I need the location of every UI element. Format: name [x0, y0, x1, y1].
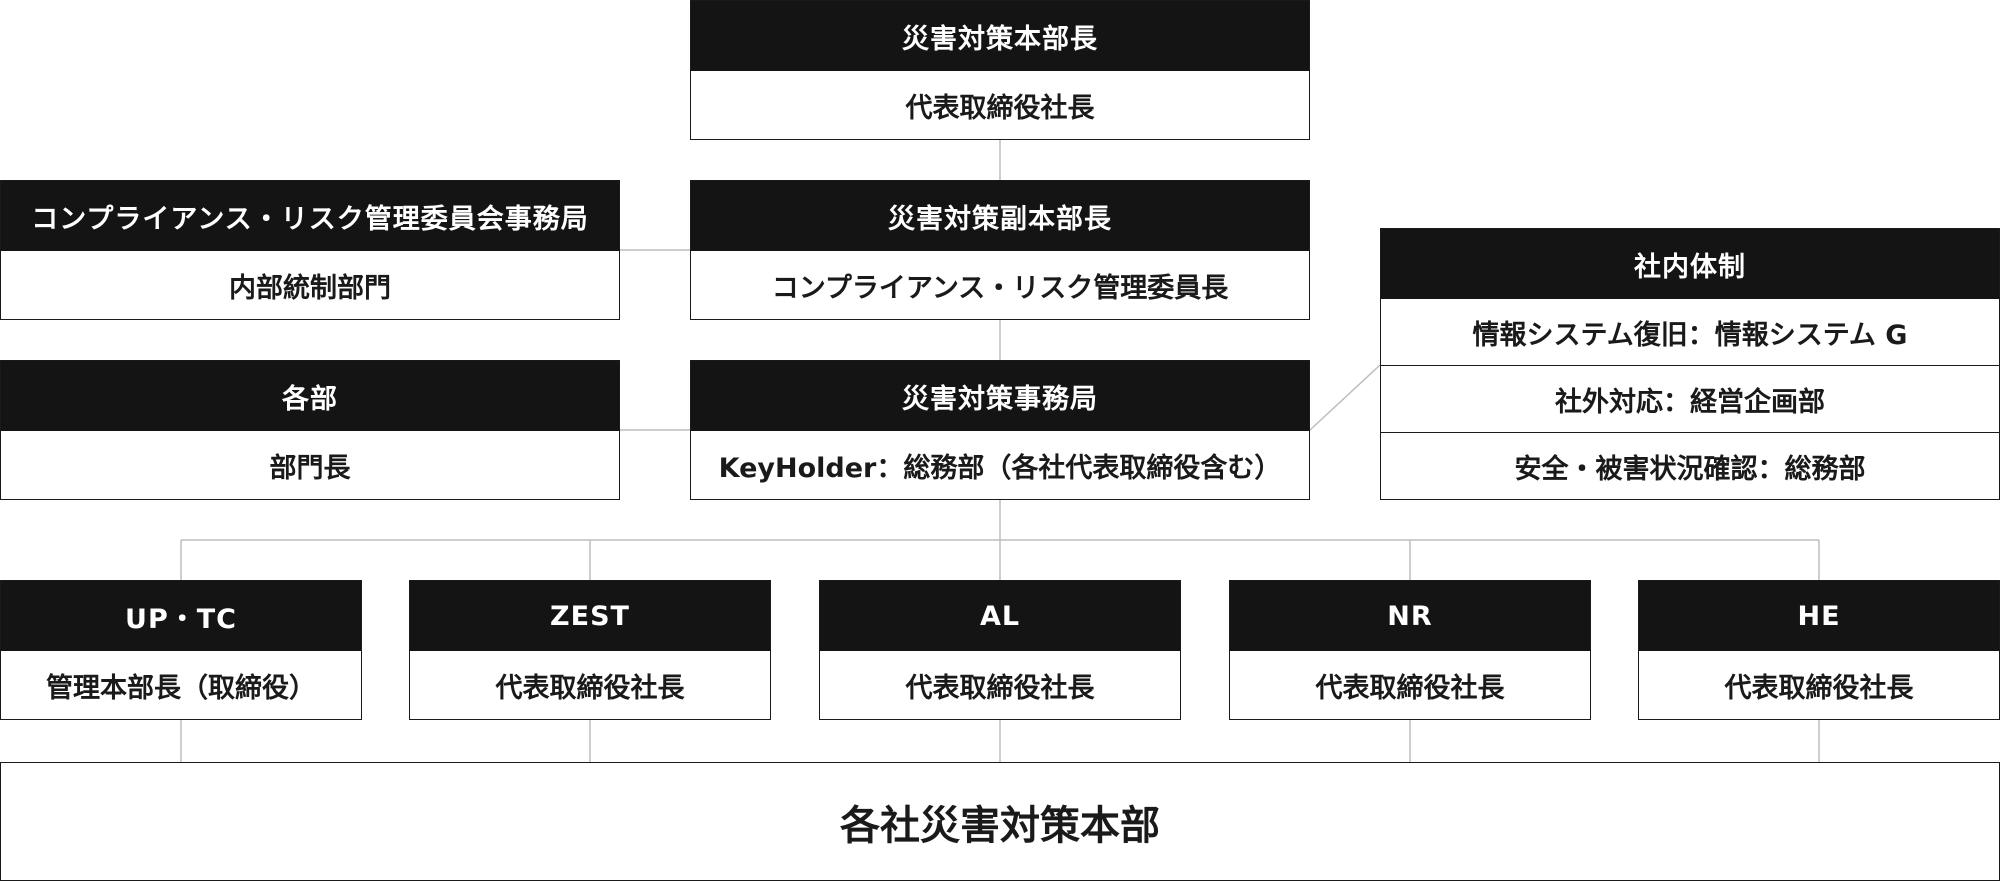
company-title: NR	[1230, 581, 1590, 651]
internal-structure-box: 社内体制 情報システム復旧：情報システム G 社外対応：経営企画部 安全・被害状…	[1380, 228, 2000, 500]
secretariat-title: 災害対策事務局	[691, 361, 1309, 431]
company-box-up-tc: UP・TC 管理本部長（取締役）	[0, 580, 362, 720]
company-member: 代表取締役社長	[495, 672, 685, 704]
internal-row-external-response: 社外対応：経営企画部	[1381, 365, 1999, 432]
secretariat-box: 災害対策事務局 KeyHolder：総務部（各社代表取締役含む）	[690, 360, 1310, 500]
deputy-box: 災害対策副本部長 コンプライアンス・リスク管理委員長	[690, 180, 1310, 320]
company-member: 代表取締役社長	[1315, 672, 1505, 704]
internal-row-it-recovery: 情報システム復旧：情報システム G	[1472, 319, 1908, 351]
company-box-al: AL 代表取締役社長	[819, 580, 1181, 720]
company-member: 代表取締役社長	[1724, 672, 1914, 704]
departments-member: 部門長	[269, 452, 351, 484]
secretariat-member: KeyHolder：総務部（各社代表取締役含む）	[718, 452, 1282, 484]
company-title: AL	[820, 581, 1180, 651]
deputy-member: コンプライアンス・リスク管理委員長	[771, 272, 1229, 304]
group-disaster-hq-label: 各社災害対策本部	[840, 802, 1160, 849]
compliance-office-member: 内部統制部門	[229, 272, 391, 304]
company-member: 代表取締役社長	[905, 672, 1095, 704]
internal-row-safety-check: 安全・被害状況確認：総務部	[1381, 432, 1999, 499]
hq-box: 災害対策本部長 代表取締役社長	[690, 0, 1310, 140]
company-member: 管理本部長（取締役）	[46, 672, 316, 704]
company-title: UP・TC	[1, 581, 361, 651]
company-box-he: HE 代表取締役社長	[1638, 580, 2000, 720]
compliance-office-box: コンプライアンス・リスク管理委員会事務局 内部統制部門	[0, 180, 620, 320]
internal-structure-title: 社内体制	[1381, 229, 1999, 299]
departments-box: 各部 部門長	[0, 360, 620, 500]
group-disaster-hq-box: 各社災害対策本部	[0, 762, 2000, 881]
company-box-nr: NR 代表取締役社長	[1229, 580, 1591, 720]
deputy-title: 災害対策副本部長	[691, 181, 1309, 251]
hq-title: 災害対策本部長	[691, 1, 1309, 71]
company-title: HE	[1639, 581, 1999, 651]
company-box-zest: ZEST 代表取締役社長	[409, 580, 771, 720]
hq-member: 代表取締役社長	[905, 92, 1095, 124]
departments-title: 各部	[1, 361, 619, 431]
company-title: ZEST	[410, 581, 770, 651]
compliance-office-title: コンプライアンス・リスク管理委員会事務局	[1, 181, 619, 251]
